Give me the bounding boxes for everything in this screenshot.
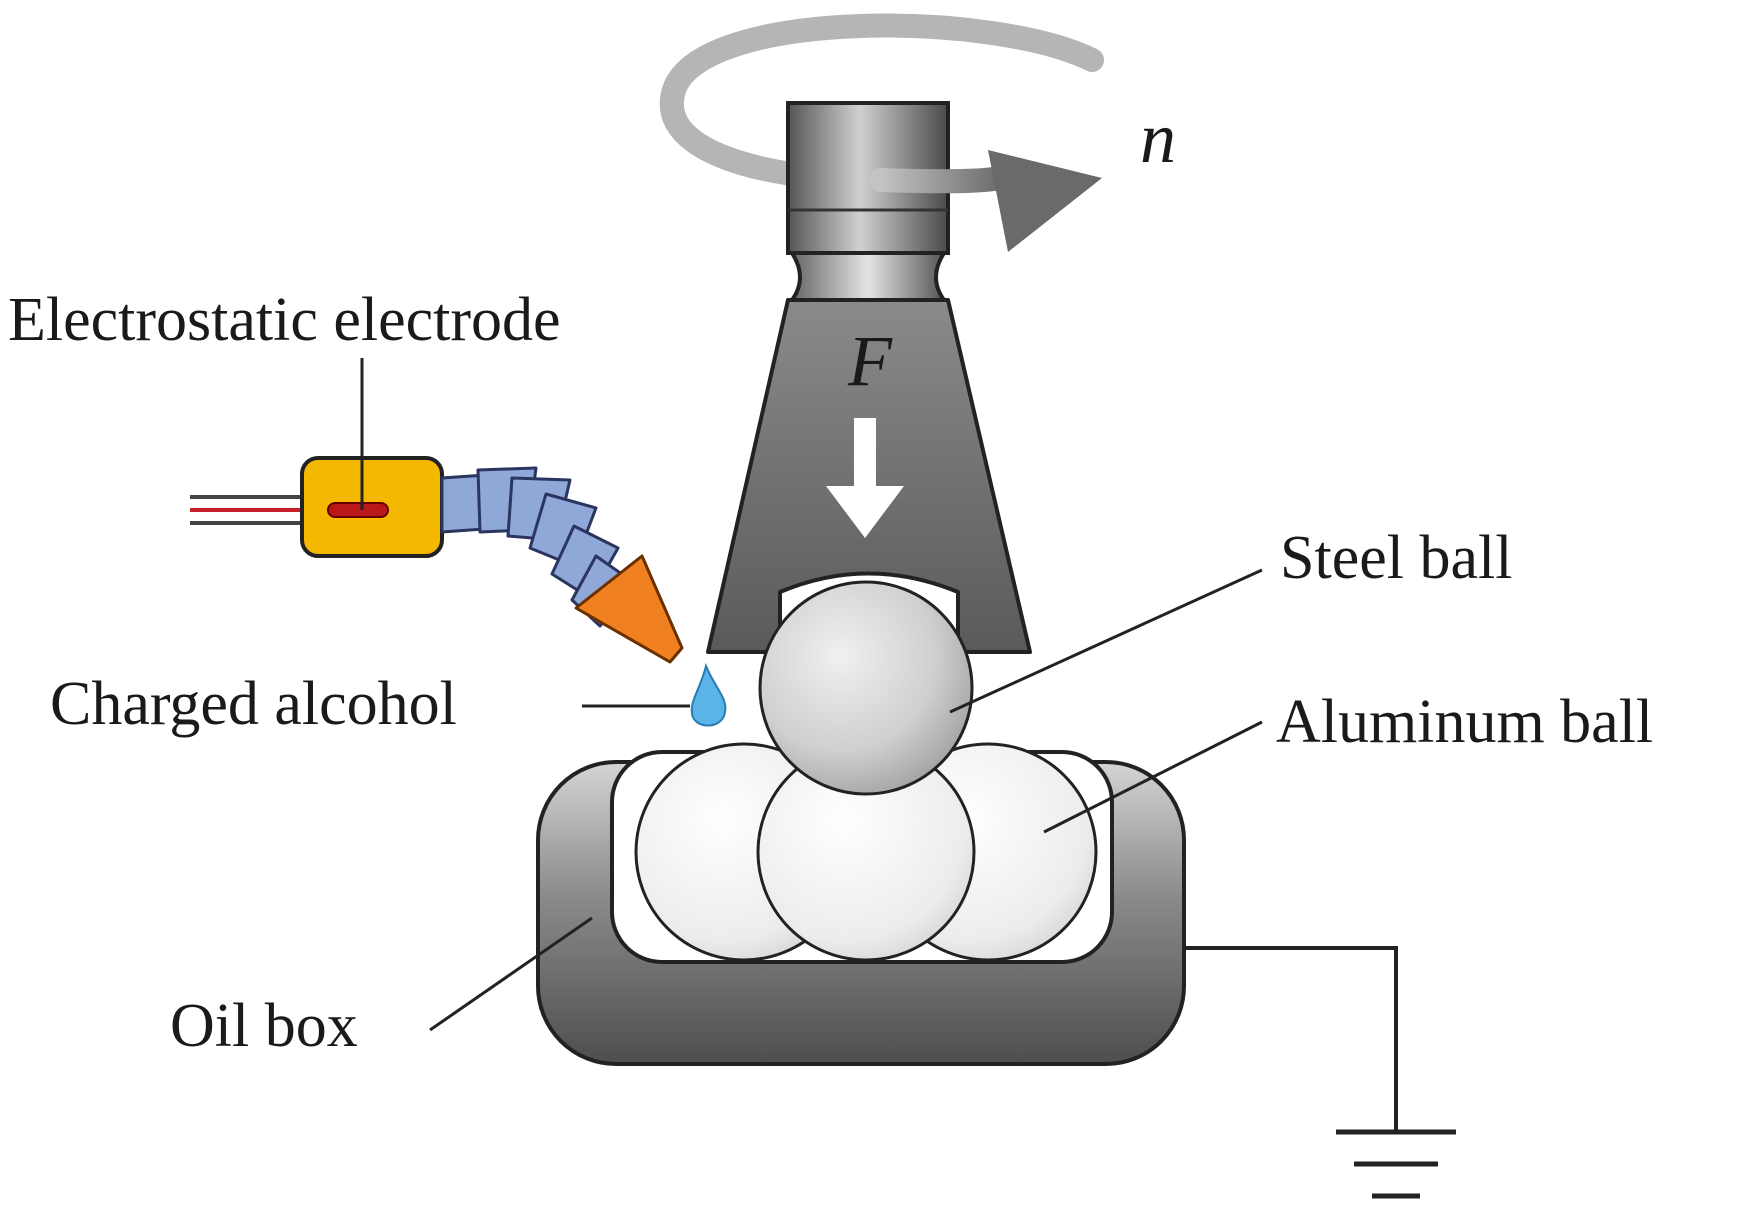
spindle-neck [788, 251, 948, 302]
aluminum-ball-label: Aluminum ball [1276, 688, 1653, 756]
aluminum-ball-leader [1043, 720, 1263, 834]
steel-ball-leader [949, 568, 1263, 714]
rotation-arrowhead [988, 150, 1102, 252]
force-label: F [847, 321, 893, 401]
alcohol-droplet [690, 662, 727, 727]
oil-box-label: Oil box [170, 992, 358, 1060]
steel-ball-label: Steel ball [1280, 524, 1512, 592]
electrode-pin [327, 502, 389, 518]
rotation-arc-front [868, 166, 1012, 194]
ground-wire [1184, 946, 1398, 1132]
oil-box-leader [429, 916, 593, 1032]
nozzle-tip [574, 554, 684, 664]
rotation-label: n [1140, 98, 1176, 178]
force-arrow [826, 418, 904, 538]
rotation-arc-back [659, 13, 1104, 192]
alcohol-label: Charged alcohol [50, 670, 457, 738]
electrode-label: Electrostatic electrode [8, 286, 561, 354]
steel-ball [758, 580, 974, 796]
